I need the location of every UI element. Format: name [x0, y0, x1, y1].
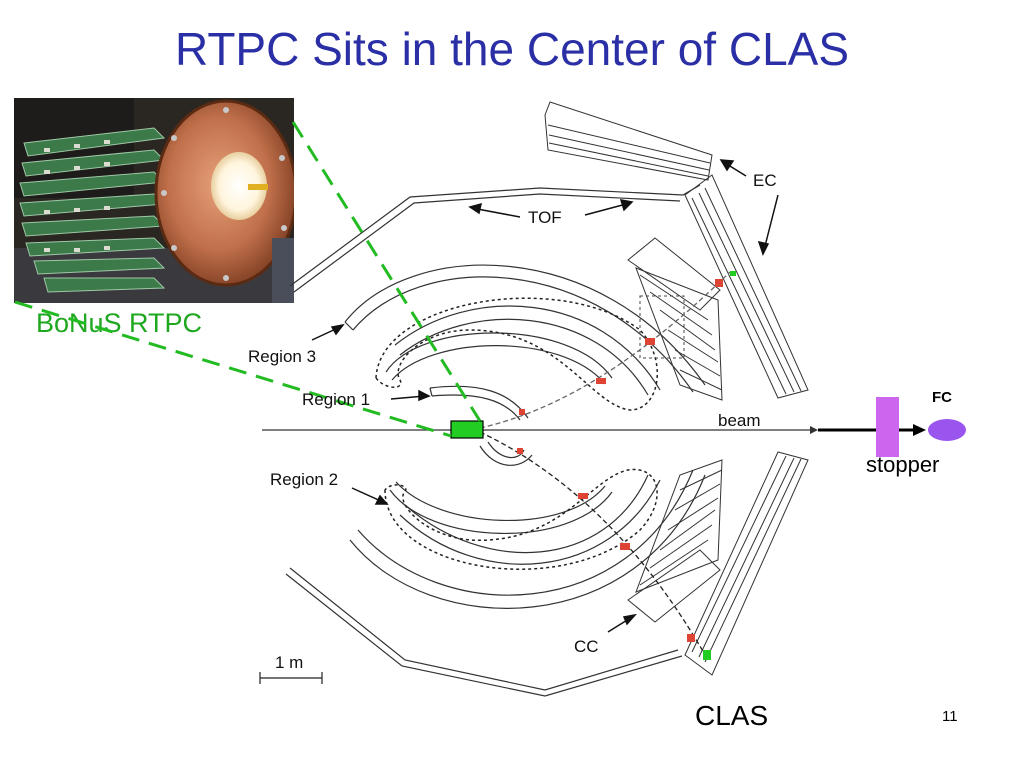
fc-label: FC: [932, 389, 952, 406]
hit-marker: [645, 338, 655, 345]
region2-label: Region 2: [270, 470, 338, 489]
ec-top-block: [544, 101, 713, 181]
hit-marker: [578, 493, 588, 499]
scale-label: 1 m: [275, 653, 303, 672]
fc-ellipse: [928, 419, 966, 441]
stopper-block: [876, 397, 899, 457]
region1-label: Region 1: [302, 390, 370, 409]
rtpc-callout-lines: [14, 121, 482, 438]
hit-marker: [517, 448, 523, 454]
region2-chamber-lower: [389, 474, 661, 565]
hit-marker: [519, 409, 525, 415]
hit-marker-ec-green: [703, 650, 711, 660]
tof-label: TOF: [528, 208, 562, 227]
hit-marker: [715, 279, 723, 287]
beam-label: beam: [718, 411, 761, 430]
cc-label: CC: [574, 637, 599, 656]
stopper-label: stopper: [866, 452, 940, 477]
detail-box: [639, 295, 685, 359]
ec-lower: [684, 451, 809, 676]
ec-label: EC: [753, 171, 777, 190]
cc-lower: [627, 459, 723, 623]
region3-chamber-lower: [349, 469, 706, 609]
ec-upper: [684, 174, 809, 399]
tof-outline: [285, 184, 701, 697]
beam-arrow: [810, 426, 818, 434]
clas-label: CLAS: [695, 700, 769, 731]
region2-dashed-lower: [384, 468, 658, 570]
hit-marker: [620, 543, 630, 550]
rtpc-photo: [14, 98, 294, 303]
region2-dashed-upper: [375, 297, 659, 411]
cc-upper: [627, 237, 723, 401]
hit-marker: [687, 634, 695, 642]
track-lower: [479, 431, 709, 661]
scale-bar: [259, 672, 323, 684]
region3-label: Region 3: [248, 347, 316, 366]
track-upper: [479, 271, 731, 429]
region2-chamber-upper: [385, 305, 661, 396]
page-number: 11: [942, 708, 958, 725]
rtpc-marker: [450, 420, 484, 439]
hit-marker-ec-green: [730, 271, 736, 276]
rtpc-caption: BoNuS RTPC: [36, 308, 203, 338]
readout-boards: [19, 127, 166, 293]
hit-marker: [596, 378, 606, 384]
slide-title: RTPC Sits in the Center of CLAS: [174, 23, 850, 75]
